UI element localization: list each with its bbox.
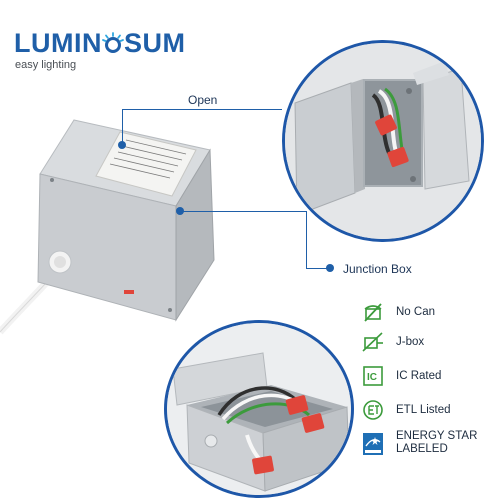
logo-tagline: easy lighting — [15, 59, 77, 71]
feature-label: ETL Listed — [396, 403, 451, 416]
j-box-icon — [362, 331, 384, 353]
open-callout-line-vertical — [122, 109, 123, 143]
feature-label: J-box — [396, 335, 425, 348]
feature-label: ENERGY STAR LABELED — [396, 430, 477, 456]
logo-sun-icon — [102, 30, 124, 53]
feature-label: IC Rated — [396, 369, 442, 382]
energy-star-icon — [362, 432, 384, 455]
feature-ic-rated: IC IC Rated — [362, 364, 441, 388]
no-can-icon — [362, 301, 384, 323]
junction-box-callout-line-vertical — [306, 211, 307, 269]
feature-etl-listed: ETL Listed — [362, 398, 451, 422]
open-callout-line — [122, 109, 282, 110]
feature-label-line2: LABELED — [396, 443, 448, 455]
junction-box-callout-label: Junction Box — [343, 262, 412, 276]
junction-box-callout-line — [180, 211, 306, 212]
feature-label: No Can — [396, 305, 435, 318]
junction-box-product-image — [0, 119, 215, 335]
svg-text:IC: IC — [367, 372, 377, 383]
open-box-closeup-illustration — [285, 43, 481, 239]
open-callout-label: Open — [188, 93, 218, 107]
feature-no-can: No Can — [362, 300, 435, 324]
open-box-zoom-circle — [282, 40, 484, 242]
feature-energy-star: ENERGY STAR LABELED — [362, 428, 477, 458]
wired-box-closeup-illustration — [167, 323, 351, 495]
junction-box-callout-end-dot — [326, 264, 334, 272]
wired-box-zoom-circle — [164, 320, 354, 498]
feature-j-box: J-box — [362, 330, 424, 354]
ic-rated-icon: IC — [362, 365, 384, 387]
junction-box-callout-line-end — [306, 268, 332, 269]
etl-listed-icon — [362, 399, 384, 421]
feature-label-line1: ENERGY STAR — [396, 430, 478, 442]
open-callout-dot — [118, 141, 126, 149]
